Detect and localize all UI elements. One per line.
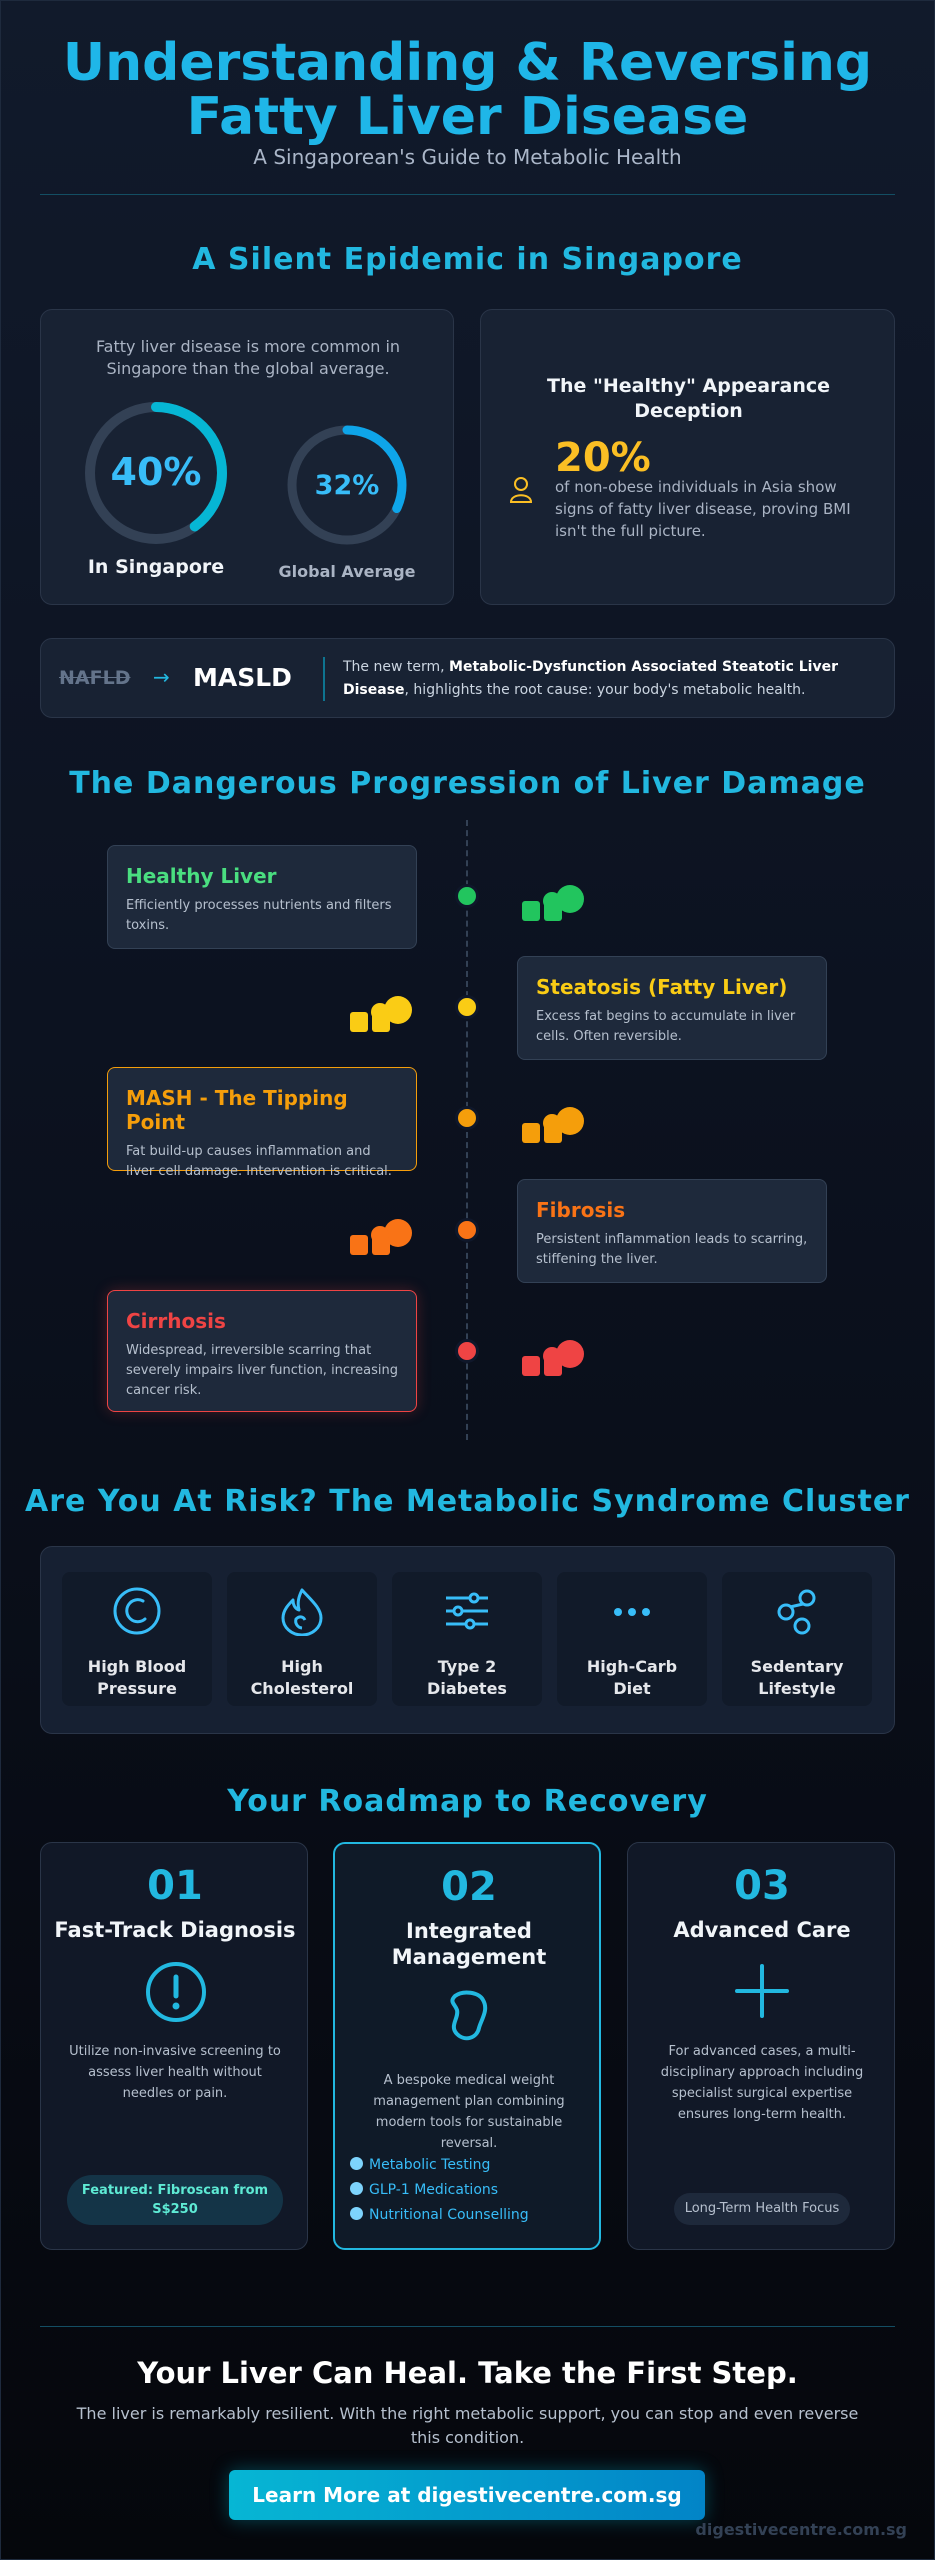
page-subtitle: A Singaporean's Guide to Metabolic Healt…	[253, 145, 682, 169]
risk-section-title: Are You At Risk? The Metabolic Syndrome …	[25, 1484, 910, 1519]
step-title: Advanced Care	[673, 1918, 851, 1942]
stage-title: MASH - The Tipping Point	[126, 1086, 348, 1134]
singapore-label: In Singapore	[87, 556, 225, 578]
step-desc: A bespoke medical weight management plan…	[373, 2073, 565, 2151]
roadmap-section-title: Your Roadmap to Recovery	[227, 1784, 708, 1819]
stage-desc: Persistent inflammation leads to scarrin…	[536, 1232, 808, 1267]
liver-outline-icon	[450, 1990, 488, 2041]
plus-icon	[735, 1964, 789, 2018]
global-ring-icon	[287, 425, 407, 545]
timeline-dot	[455, 1106, 479, 1130]
header-divider	[40, 194, 895, 195]
stage-card-mash: MASH - The Tipping Point Fat build-up ca…	[107, 1067, 417, 1179]
footer-heading: Your Liver Can Heal. Take the First Step…	[137, 2356, 798, 2390]
footer-divider	[40, 2326, 895, 2327]
stage-card-healthy: Healthy Liver Efficiently processes nutr…	[107, 845, 417, 949]
stage-desc: Widespread, irreversible scarring that s…	[126, 1343, 398, 1398]
step-desc: For advanced cases, a multi-disciplinary…	[660, 2044, 864, 2122]
rename-banner: NAFLD → MASLD The new term, Metabolic-Dy…	[40, 638, 895, 718]
list-item: Nutritional Counselling	[350, 2207, 529, 2223]
deception-text: of non-obese individuals in Asia show si…	[555, 478, 851, 540]
stage-card-fibrosis: Fibrosis Persistent inflammation leads t…	[517, 1179, 827, 1283]
singapore-ring-icon	[85, 402, 227, 544]
flame-icon	[281, 1588, 323, 1636]
stage-card-steatosis: Steatosis (Fatty Liver) Excess fat begin…	[517, 956, 827, 1060]
liver-icon	[350, 996, 412, 1032]
brand-watermark: digestivecentre.com.sg	[695, 2520, 907, 2539]
stage-title: Fibrosis	[536, 1198, 626, 1222]
sliders-icon	[446, 1592, 488, 1630]
timeline-dot	[455, 1218, 479, 1242]
stage-desc: Fat build-up causes inflammation and liv…	[126, 1144, 392, 1179]
title-line-2: Fatty Liver Disease	[186, 87, 749, 147]
old-term: NAFLD	[59, 667, 131, 689]
global-label: Global Average	[278, 562, 416, 581]
title-line-1: Understanding & Reversing	[62, 33, 873, 93]
timeline-line	[466, 820, 468, 1440]
stage-title: Steatosis (Fatty Liver)	[536, 975, 788, 999]
half-circle-icon	[350, 2207, 363, 2220]
check-icon	[350, 2157, 363, 2170]
rename-divider	[323, 657, 325, 701]
step-desc: Utilize non-invasive screening to assess…	[69, 2044, 281, 2101]
info-icon	[350, 2182, 363, 2195]
global-value: 32%	[314, 470, 380, 501]
step-number: 02	[441, 1864, 497, 1910]
stage-desc: Efficiently processes nutrients and filt…	[126, 898, 392, 933]
fibroscan-badge: Featured: Fibroscan from S$250	[67, 2175, 283, 2225]
stage-desc: Excess fat begins to accumulate in liver…	[536, 1009, 796, 1044]
circles-icon	[777, 1589, 816, 1635]
alert-icon	[146, 1962, 206, 2022]
step-title: Fast-Track Diagnosis	[54, 1918, 296, 1942]
deception-title: The "Healthy" Appearance Deception	[547, 375, 830, 422]
person-icon	[509, 477, 533, 503]
liver-icon	[522, 1340, 584, 1376]
rename-text: The new term, Metabolic-Dysfunction Asso…	[343, 659, 838, 698]
progression-section-title: The Dangerous Progression of Liver Damag…	[69, 766, 866, 801]
timeline-dot	[455, 995, 479, 1019]
new-term: MASLD	[193, 663, 292, 692]
arrow-icon: →	[153, 665, 170, 689]
page-title: Understanding & Reversing Fatty Liver Di…	[0, 36, 935, 144]
stage-title: Cirrhosis	[126, 1309, 226, 1333]
deception-card: The "Healthy" Appearance Deception 20% o…	[480, 309, 895, 605]
liver-icon	[522, 885, 584, 921]
timeline-dot	[455, 884, 479, 908]
roadmap-card-diagnosis: 01 Fast-Track Diagnosis Utilize non-inva…	[40, 1842, 308, 2250]
stage-title: Healthy Liver	[126, 864, 277, 888]
deception-stat: 20%	[555, 435, 651, 481]
prevalence-intro: Fatty liver disease is more common in Si…	[95, 337, 401, 378]
list-item: GLP-1 Medications	[350, 2182, 498, 2198]
long-term-badge: Long-Term Health Focus	[674, 2193, 850, 2225]
prevalence-card: Fatty liver disease is more common in Si…	[40, 309, 454, 605]
liver-icon	[350, 1219, 412, 1255]
stage-card-cirrhosis: Cirrhosis Widespread, irreversible scarr…	[107, 1290, 417, 1412]
timeline-dot	[455, 1339, 479, 1363]
roadmap-card-advanced: 03 Advanced Care For advanced cases, a m…	[627, 1842, 895, 2250]
list-item: Metabolic Testing	[350, 2157, 490, 2173]
step-number: 03	[734, 1863, 790, 1909]
step-number: 01	[147, 1863, 203, 1909]
footer-text: The liver is remarkably resilient. With …	[76, 2404, 859, 2447]
epidemic-section-title: A Silent Epidemic in Singapore	[192, 242, 743, 277]
liver-icon	[522, 1107, 584, 1143]
gauge-icon	[113, 1587, 161, 1635]
singapore-value: 40%	[110, 450, 202, 494]
dots-icon	[614, 1608, 650, 1616]
learn-more-button[interactable]: Learn More at digestivecentre.com.sg	[229, 2470, 705, 2520]
